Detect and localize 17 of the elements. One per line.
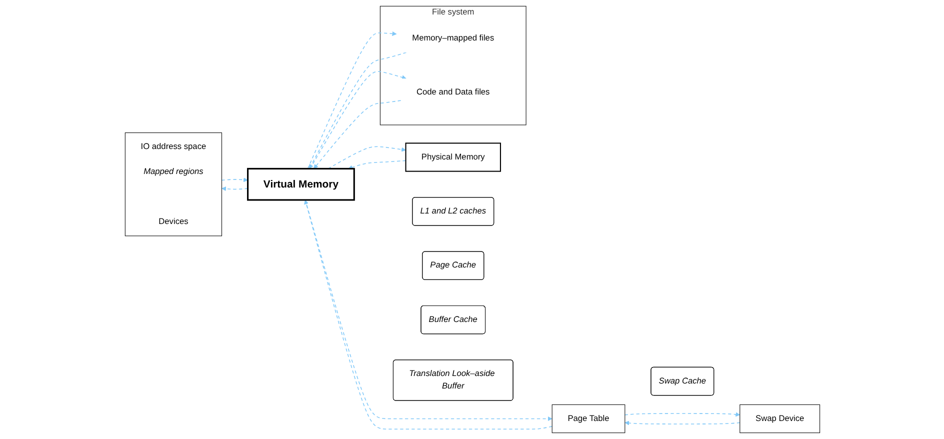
arrow: [308, 52, 406, 169]
arrow: [624, 412, 740, 417]
node-box: Virtual Memory: [246, 168, 354, 201]
arrow: [624, 420, 740, 426]
node-box: Page Table: [551, 404, 625, 434]
arrow: [327, 146, 406, 170]
arrow: [313, 100, 401, 169]
node-text: Memory–mapped files: [412, 34, 494, 43]
node-box: Physical Memory: [404, 142, 500, 172]
arrow: [309, 71, 406, 170]
arrow: [306, 31, 396, 170]
arrow: [348, 160, 406, 170]
node-text: Code and Data files: [416, 88, 490, 97]
node-box: IO address space Mapped regions Devices: [124, 132, 222, 236]
arrow: [221, 186, 248, 192]
arrow: [220, 178, 248, 182]
node-box: Swap Device: [739, 404, 820, 434]
